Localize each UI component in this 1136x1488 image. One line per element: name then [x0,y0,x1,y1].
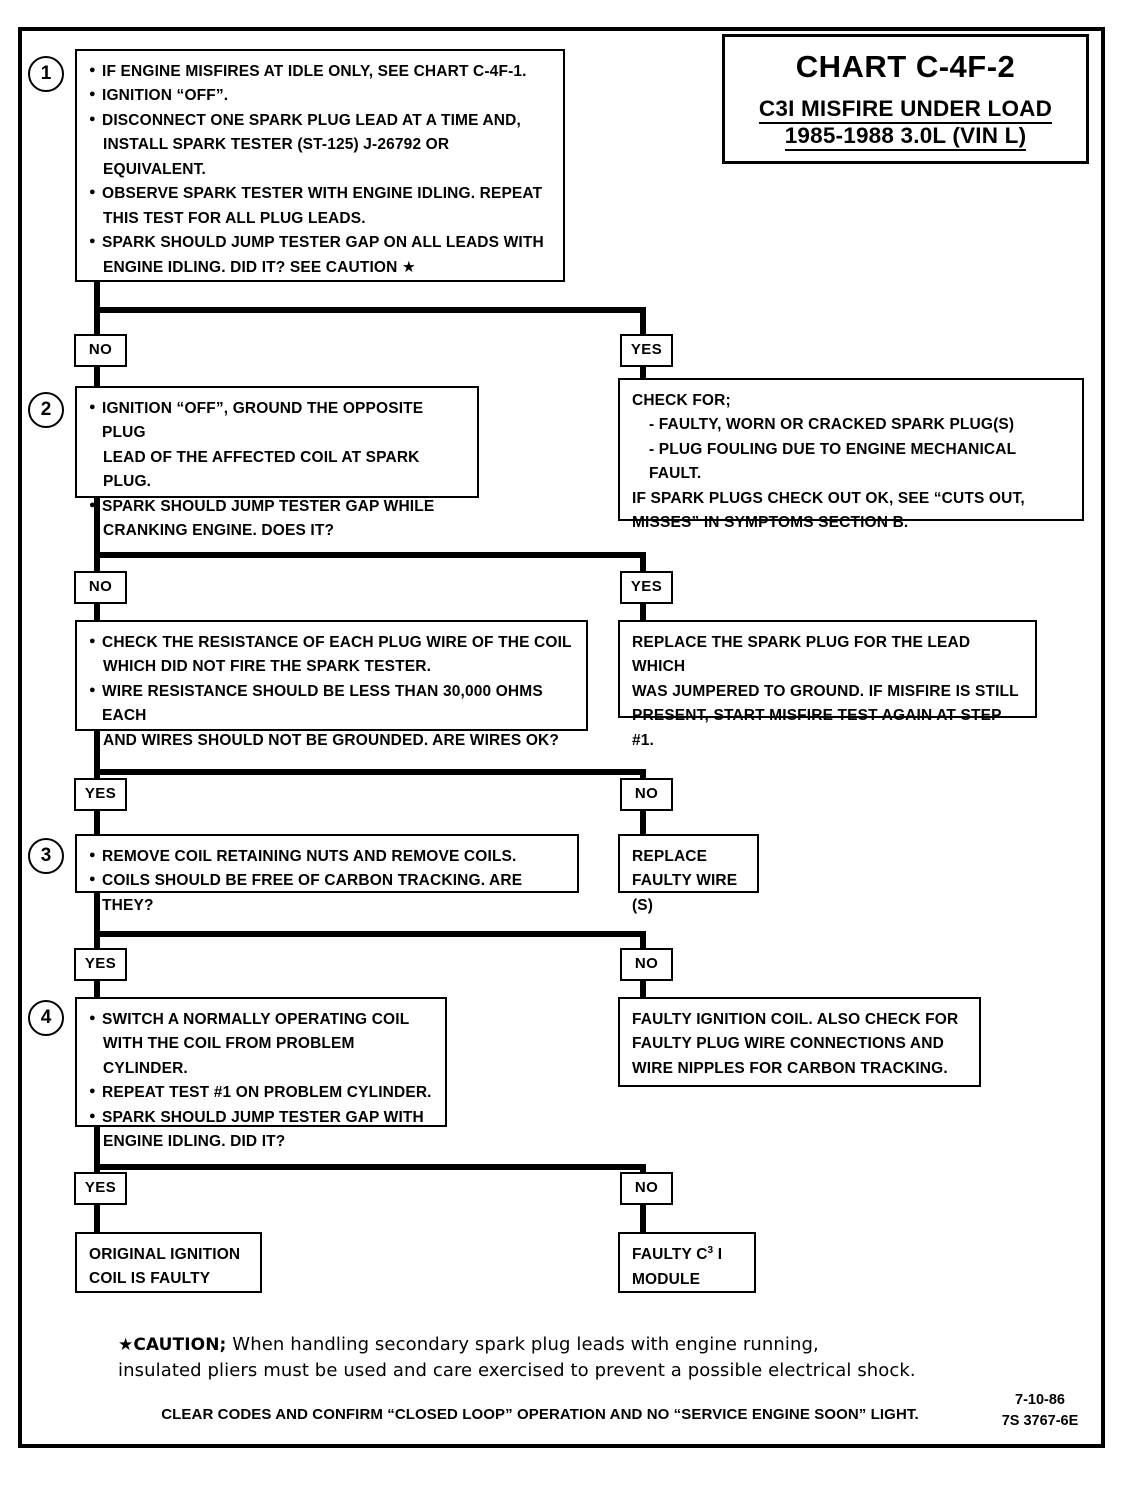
branch-label-yes-2: YES [620,571,673,604]
box-step2-instructions: IGNITION “OFF”, GROUND THE OPPOSITE PLUG… [75,386,479,539]
connector-v [94,810,100,835]
branch-label-yes-1: YES [620,334,673,367]
footer-instruction: CLEAR CODES AND CONFIRM “CLOSED LOOP” OP… [161,1406,919,1423]
connector-v [640,307,646,334]
branch-label-no-4: NO [620,948,673,981]
connector-v [94,498,100,578]
step-marker-3: 3 [28,838,64,874]
connector-v [640,1204,646,1234]
connector-v [94,603,100,621]
document-date: 7-10-86 [1015,1392,1065,1408]
bullet: SPARK SHOULD JUMP TESTER GAP ON ALL LEAD… [89,231,553,280]
bullet: REMOVE COIL RETAINING NUTS AND REMOVE CO… [89,845,567,869]
connector-v [640,552,646,578]
document-id: 7-10-86 7S 3767-6E [985,1390,1095,1432]
text-line: ORIGINAL IGNITION [89,1246,241,1263]
chart-number: CHART C-4F-2 [795,49,1016,84]
text-line: PRESENT, START MISFIRE TEST AGAIN AT STE… [632,707,1002,749]
branch-label-no-3: NO [620,778,673,811]
box-check-for-spark-plugs: CHECK FOR; - FAULTY, WORN OR CRACKED SPA… [618,378,1084,531]
connector-v [640,603,646,621]
connector-v [94,1204,100,1234]
page-border [18,27,1105,1448]
text-line: - PLUG FOULING DUE TO ENGINE MECHANICAL … [649,440,1016,483]
text-line: MISSES” IN SYMPTOMS SECTION B. [632,514,909,532]
bullet: COILS SHOULD BE FREE OF CARBON TRACKING.… [89,869,567,918]
connector-h [94,1164,646,1170]
connector-h [94,552,646,558]
bullet: IGNITION “OFF”, GROUND THE OPPOSITE PLUG… [89,397,467,495]
chart-subtitle-line2: 1985-1988 3.0L (VIN L) [725,123,1086,151]
branch-label-no-5: NO [620,1172,673,1205]
bullet: CHECK THE RESISTANCE OF EACH PLUG WIRE O… [89,631,576,680]
bullet: REPEAT TEST #1 ON PROBLEM CYLINDER. [89,1081,435,1105]
text-line: MODULE [632,1270,701,1288]
caution-line-2: insulated pliers must be used and care e… [118,1359,916,1381]
connector-v [94,1127,100,1185]
text-line: CHECK FOR; [632,392,731,409]
bullet: SPARK SHOULD JUMP TESTER GAP WITH ENGINE… [89,1106,435,1155]
connector-h [94,931,646,937]
box-replace-spark-plug: REPLACE THE SPARK PLUG FOR THE LEAD WHIC… [618,620,1037,749]
step-marker-4: 4 [28,1000,64,1036]
branch-label-yes-3: YES [74,778,127,811]
bullet: DISCONNECT ONE SPARK PLUG LEAD AT A TIME… [89,109,553,182]
branch-label-no-2: NO [74,571,127,604]
box-faulty-c3i-module: FAULTY C3 I MODULE [618,1232,756,1293]
bullet: OBSERVE SPARK TESTER WITH ENGINE IDLING.… [89,182,553,231]
connector-v [640,366,646,380]
bullet: SPARK SHOULD JUMP TESTER GAP WHILE CRANK… [89,495,467,544]
text-line: FAULTY PLUG WIRE CONNECTIONS AND [632,1035,944,1053]
text-line: FAULTY IGNITION COIL. ALSO CHECK FOR [632,1011,959,1028]
text-line: COIL IS FAULTY [89,1270,211,1288]
caution-line-1: ★CAUTION; When handling secondary spark … [118,1334,819,1355]
text-line: REPLACE THE SPARK PLUG FOR THE LEAD WHIC… [632,634,971,676]
connector-v [94,731,100,787]
text-line: IF SPARK PLUGS CHECK OUT OK, SEE “CUTS O… [632,489,1025,507]
bullet: WIRE RESISTANCE SHOULD BE LESS THAN 30,0… [89,680,576,753]
connector-v [640,931,646,951]
text-line: - FAULTY, WORN OR CRACKED SPARK PLUG(S) [649,416,1015,434]
text-line: WAS JUMPERED TO GROUND. IF MISFIRE IS ST… [632,682,1019,700]
text-line: WIRE NIPPLES FOR CARBON TRACKING. [632,1059,948,1077]
box-faulty-ignition-coil: FAULTY IGNITION COIL. ALSO CHECK FOR FAU… [618,997,981,1087]
box-step1-instructions: IF ENGINE MISFIRES AT IDLE ONLY, SEE CHA… [75,49,565,282]
box-original-coil-faulty: ORIGINAL IGNITION COIL IS FAULTY [75,1232,262,1293]
step-marker-1: 1 [28,56,64,92]
text-line: FAULTY WIRE (S) [632,872,738,914]
box-step4-instructions: SWITCH A NORMALLY OPERATING COIL WITH TH… [75,997,447,1150]
step-marker-2: 2 [28,392,64,428]
connector-v [640,810,646,835]
branch-label-yes-4: YES [74,948,127,981]
connector-v [94,893,100,954]
title-block: CHART C-4F-2 C3I MISFIRE UNDER LOAD 1985… [722,34,1089,164]
chart-subtitle-line1: C3I MISFIRE UNDER LOAD [725,96,1086,124]
bullet: IF ENGINE MISFIRES AT IDLE ONLY, SEE CHA… [89,60,553,84]
caution-label: ★CAUTION; [118,1335,227,1355]
connector-h [94,769,646,775]
text-line: REPLACE [632,848,708,865]
connector-h [94,307,646,313]
bullet: SWITCH A NORMALLY OPERATING COIL WITH TH… [89,1008,435,1081]
box-replace-faulty-wire: REPLACE FAULTY WIRE (S) [618,834,759,914]
document-number: 7S 3767-6E [1001,1413,1079,1430]
connector-v [94,980,100,1000]
branch-label-yes-5: YES [74,1172,127,1205]
branch-label-no-1: NO [74,334,127,367]
superscript-3: 3 [707,1245,714,1256]
connector-v [94,366,100,388]
box-check-wire-resistance: CHECK THE RESISTANCE OF EACH PLUG WIRE O… [75,620,588,749]
caution-note: ★CAUTION; When handling secondary spark … [118,1332,998,1383]
box-step3-instructions: REMOVE COIL RETAINING NUTS AND REMOVE CO… [75,834,579,914]
text-line: FAULTY C3 I [632,1245,723,1264]
bullet: IGNITION “OFF”. [89,84,553,108]
connector-v [640,980,646,1000]
